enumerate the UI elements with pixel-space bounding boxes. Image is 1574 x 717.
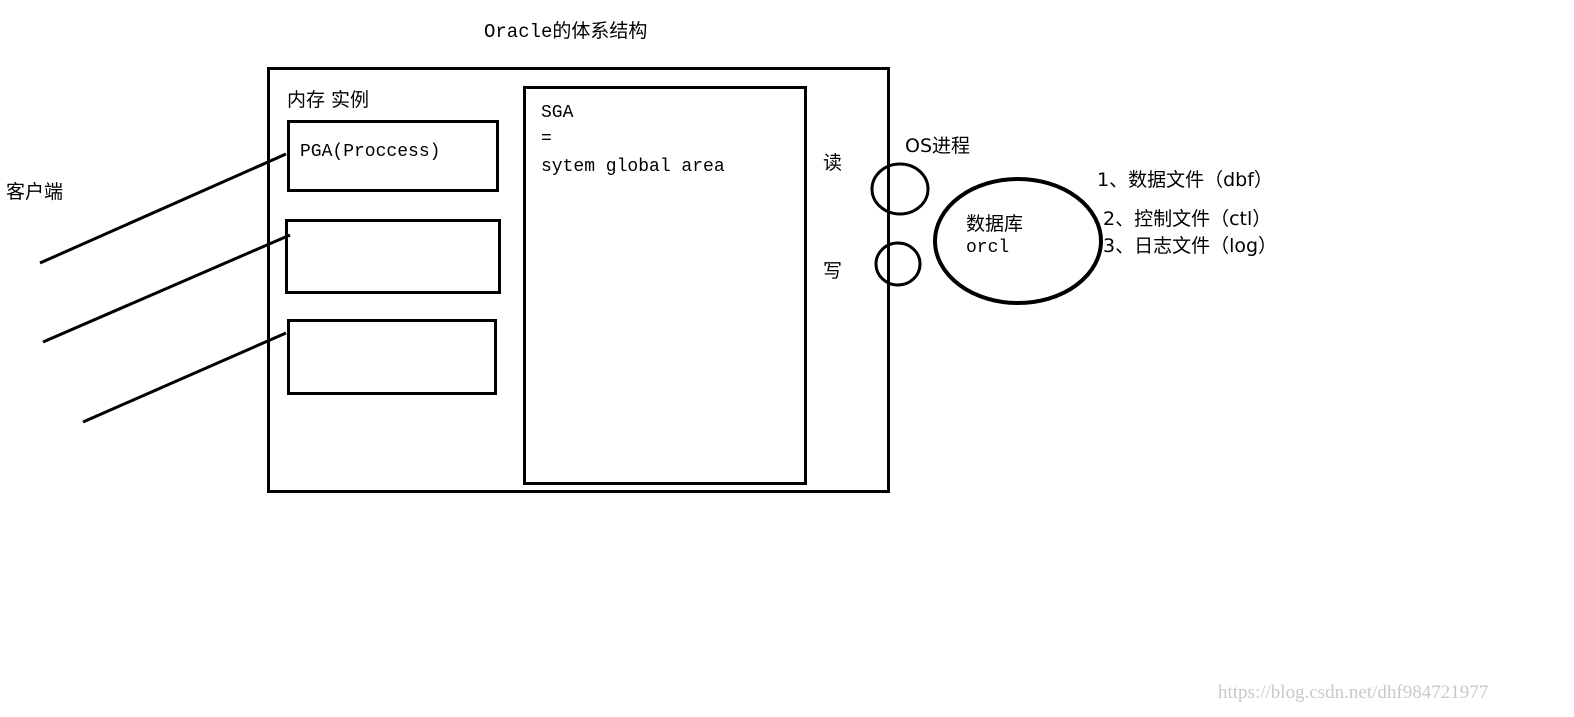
diagram-title: Oracle的体系结构 — [484, 21, 648, 43]
file-item-log: 3、日志文件（log） — [1103, 235, 1278, 257]
os-process-label: OS进程 — [905, 135, 971, 157]
pga-box-1 — [287, 120, 499, 192]
database-label: 数据库 — [966, 213, 1024, 235]
watermark-text: https://blog.csdn.net/dhf984721977 — [1218, 682, 1489, 703]
client-line-3 — [82, 331, 287, 424]
client-label: 客户端 — [6, 181, 64, 203]
sga-line-1: SGA — [541, 103, 574, 123]
sga-line-3: sytem global area — [541, 157, 725, 177]
pga-box-2 — [285, 219, 501, 294]
file-item-control: 2、控制文件（ctl） — [1103, 208, 1272, 230]
sga-line-2: = — [541, 129, 552, 149]
write-process-circle — [874, 241, 922, 287]
client-line-2 — [42, 233, 291, 344]
pga-box-3 — [287, 319, 497, 395]
read-process-circle — [870, 162, 930, 216]
read-label: 读 — [823, 152, 843, 174]
client-line-1 — [39, 152, 287, 265]
database-ellipse — [933, 177, 1103, 305]
pga-label: PGA(Proccess) — [300, 142, 441, 162]
file-item-data: 1、数据文件（dbf） — [1097, 169, 1273, 191]
database-name: orcl — [966, 238, 1010, 258]
instance-box — [267, 67, 890, 493]
sga-box — [523, 86, 807, 485]
write-label: 写 — [823, 260, 843, 282]
instance-label: 内存 实例 — [287, 89, 370, 111]
